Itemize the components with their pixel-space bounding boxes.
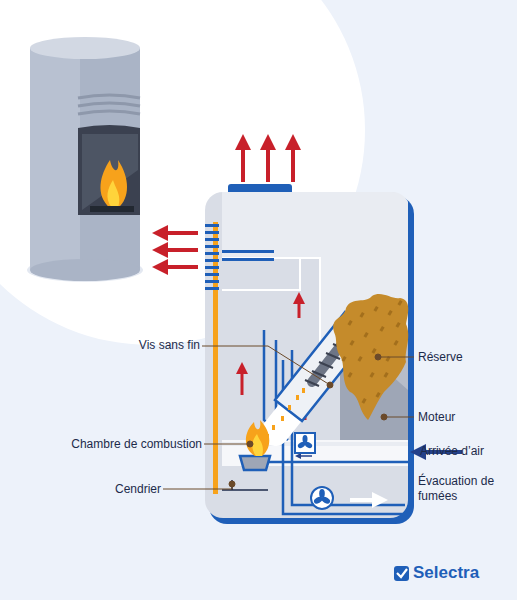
part-label: Vis sans fin (139, 338, 200, 353)
part-label: Évacuation de fumées (418, 474, 510, 504)
leader-lines (163, 346, 414, 489)
part-label: Arrivée d’air (420, 444, 484, 459)
part-label: Réserve (418, 350, 463, 365)
part-label: Chambre de combustion (71, 437, 202, 452)
brand-logo (394, 566, 409, 581)
part-label: Moteur (418, 410, 455, 425)
stove-thumbnail (27, 37, 143, 282)
fans (295, 433, 333, 509)
part-label: Cendrier (115, 482, 161, 497)
brand-watermark: Selectra (413, 562, 479, 583)
combustion-chamber (222, 420, 270, 490)
stove-body (205, 184, 414, 524)
